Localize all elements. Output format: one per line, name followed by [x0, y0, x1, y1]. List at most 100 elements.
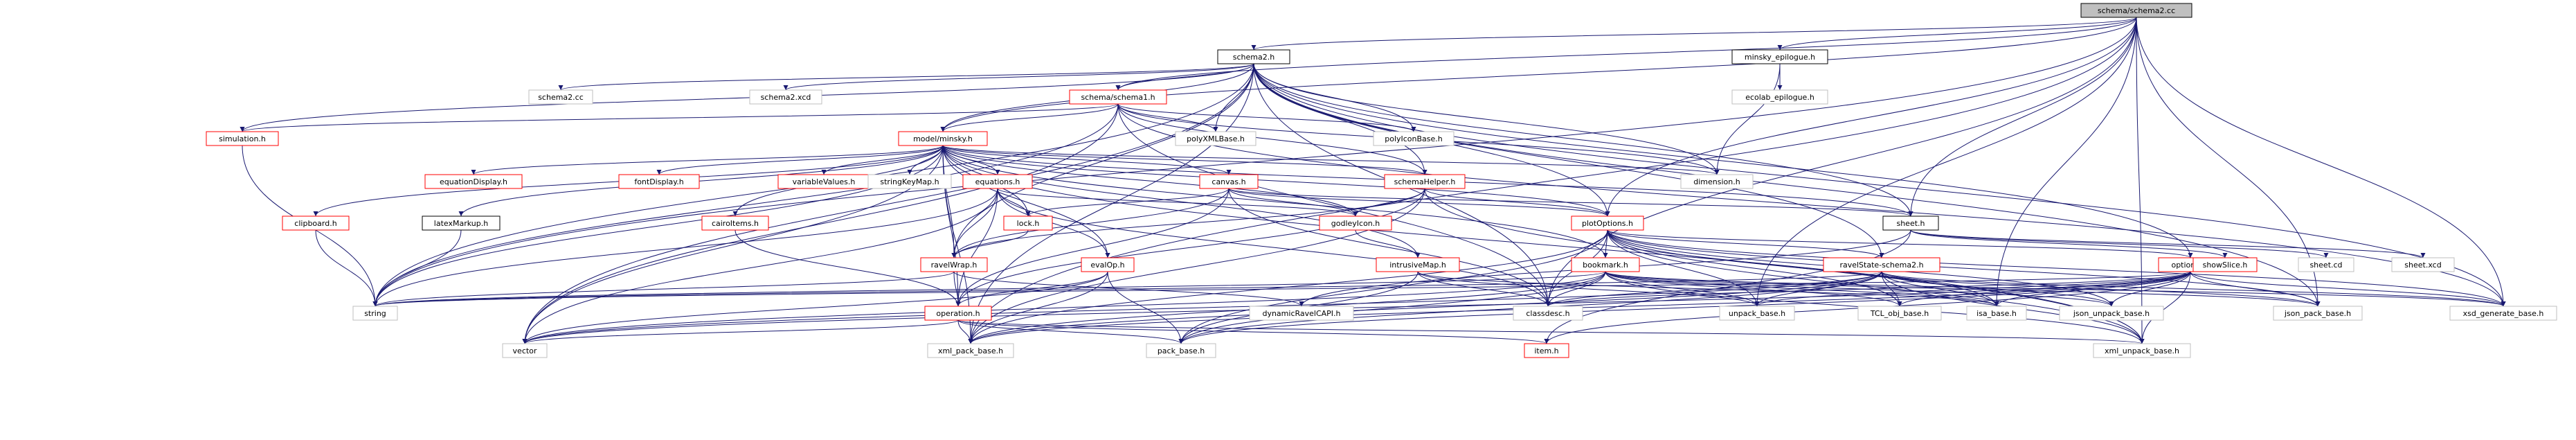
node-schemahelper[interactable]: schemaHelper.h — [1384, 174, 1466, 189]
edge-operation-to-xmlunpack — [957, 319, 2144, 344]
node-box-sheetcd — [2298, 257, 2354, 272]
node-evalop[interactable]: evalOp.h — [1081, 257, 1135, 272]
edge-schema1h-to-polyxml — [1117, 103, 1218, 132]
edge-modelminsky-to-godleyicon — [942, 145, 1358, 217]
edge-evalop-to-vector — [522, 271, 1108, 344]
edge-evalop-to-packbase — [1107, 271, 1184, 344]
edge-modelminsky-to-fontdisplay — [656, 145, 944, 175]
edge-lockh-to-ravelwrap — [951, 229, 1029, 258]
edge-bookmark-to-classdesc — [1545, 271, 1606, 307]
node-fontdisplay[interactable]: fontDisplay.h — [618, 174, 700, 189]
edge-intrusivemap-to-unpackbase — [1417, 271, 1760, 307]
node-cairoitems[interactable]: cairoItems.h — [701, 215, 769, 231]
node-label-intrusivemap: intrusiveMap.h — [1389, 261, 1446, 270]
node-modelminsky[interactable]: model/minsky.h — [898, 131, 988, 146]
edge-root-to-jsonpack — [2136, 17, 2321, 307]
node-box-canvas — [1199, 174, 1259, 189]
edge-root-to-minskyepi — [1777, 17, 2137, 51]
edge-schema1h-to-modelminsky — [940, 103, 1119, 132]
edge-sheeth-to-sheetxcd — [1910, 229, 2426, 258]
node-label-cairoitems: cairoItems.h — [712, 219, 759, 228]
edge-plotoptions-to-tclobj — [1607, 229, 1902, 307]
edge-root-to-sheeth — [1908, 17, 2137, 217]
edge-optional-to-packbase — [1178, 271, 2191, 344]
node-canvas[interactable]: canvas.h — [1199, 174, 1259, 189]
edge-operation-to-xmlpack — [957, 319, 973, 344]
node-itemh[interactable]: item.h — [1524, 343, 1569, 358]
node-latexmarkup[interactable]: latexMarkup.h — [422, 215, 501, 231]
edge-canvas-to-sheeth — [1228, 188, 1913, 217]
node-schema1h[interactable]: schema/schema1.h — [1069, 89, 1167, 105]
node-label-sheetcd: sheet.cd — [2309, 261, 2342, 270]
edge-schema2h-to-schema2xcd — [783, 63, 1254, 91]
edge-optional-to-xsdgen — [2190, 271, 2506, 307]
node-box-tclobj — [1857, 306, 1942, 321]
node-ravelstate[interactable]: ravelState-schema2.h — [1823, 257, 1940, 272]
node-showslice[interactable]: showSlice.h — [2192, 257, 2258, 272]
edge-modelminsky-to-latexmarkup — [458, 145, 944, 217]
node-box-schema1h — [1069, 89, 1167, 105]
node-polyicon: polyIconBase.h — [1373, 131, 1454, 146]
node-unpackbase: unpack_base.h — [1719, 306, 1795, 321]
edge-schema2h-to-simulation — [240, 63, 1254, 132]
node-minskyepi[interactable]: minsky_epilogue.h — [1731, 49, 1828, 64]
node-label-plotoptions: plotOptions.h — [1582, 219, 1633, 228]
node-box-stringn — [352, 306, 398, 321]
node-operation[interactable]: operation.h — [924, 306, 992, 321]
edge-intrusivemap-to-classdesc — [1417, 271, 1551, 307]
node-stringn: string — [352, 306, 398, 321]
node-label-xmlpack: xml_pack_base.h — [938, 346, 1003, 355]
edge-minskyepi-to-dimension — [1714, 63, 1781, 175]
node-schema2cc: schema2.cc — [528, 89, 593, 105]
edge-root-to-isabase — [1994, 17, 2137, 307]
node-label-schema2h: schema2.h — [1233, 53, 1275, 62]
node-box-schema2h — [1217, 49, 1290, 64]
edge-schema2h-to-schema2cc — [558, 63, 1254, 91]
node-box-sheetxcd — [2391, 257, 2455, 272]
node-label-unpackbase: unpack_base.h — [1729, 309, 1785, 318]
node-box-fontdisplay — [618, 174, 700, 189]
node-polyxml: polyXMLBase.h — [1175, 131, 1257, 146]
node-box-unpackbase — [1719, 306, 1795, 321]
node-eqdisplay[interactable]: equationDisplay.h — [424, 174, 523, 189]
node-intrusivemap[interactable]: intrusiveMap.h — [1376, 257, 1460, 272]
node-clipboard[interactable]: clipboard.h — [282, 215, 350, 231]
edge-bookmark-to-jsonpack — [1605, 271, 2321, 307]
node-equations[interactable]: equations.h — [962, 174, 1033, 189]
node-label-canvas: canvas.h — [1212, 177, 1245, 186]
edge-intrusivemap-to-isabase — [1417, 271, 1999, 307]
node-label-jsonunpack: json_unpack_base.h — [2073, 309, 2150, 318]
node-label-lockh: lock.h — [1017, 219, 1040, 228]
edge-bookmark-to-packbase — [1178, 271, 1606, 344]
node-label-fontdisplay: fontDisplay.h — [634, 177, 683, 186]
node-box-polyxml — [1175, 131, 1257, 146]
node-label-schema2xcd: schema2.xcd — [761, 93, 811, 102]
edge-canvas-to-ravelwrap — [951, 188, 1230, 258]
edge-schema2h-to-ravelstate — [1253, 63, 1884, 258]
node-box-minskyepi — [1731, 49, 1828, 64]
node-godleyicon[interactable]: godleyIcon.h — [1319, 215, 1392, 231]
node-box-lockh — [1003, 215, 1053, 231]
edge-bookmark-to-vector — [522, 271, 1606, 344]
edge-sheeth-to-sheetcd — [1910, 229, 2329, 258]
node-varvalues[interactable]: variableValues.h — [777, 174, 870, 189]
node-schema2h[interactable]: schema2.h — [1217, 49, 1290, 64]
node-box-ecolabepi — [1731, 89, 1828, 105]
edge-modelminsky-to-plotoptions — [942, 145, 1610, 217]
node-simulation[interactable]: simulation.h — [206, 131, 279, 146]
edge-optional-to-jsonunpack — [2109, 271, 2191, 307]
node-plotoptions[interactable]: plotOptions.h — [1571, 215, 1644, 231]
node-bookmark[interactable]: bookmark.h — [1571, 257, 1640, 272]
edge-root-to-unpackbase — [1754, 17, 2137, 307]
edge-optional-to-tclobj — [1897, 271, 2191, 307]
node-label-modelminsky: model/minsky.h — [913, 134, 973, 143]
edge-canvas-to-lockh — [1025, 188, 1230, 217]
node-ravelwrap[interactable]: ravelWrap.h — [920, 257, 988, 272]
node-label-ravelstate: ravelState-schema2.h — [1839, 261, 1923, 270]
node-dimension: dimension.h — [1680, 174, 1754, 189]
node-sheeth[interactable]: sheet.h — [1882, 215, 1939, 231]
edge-plotoptions-to-optional — [1607, 229, 2193, 258]
node-lockh[interactable]: lock.h — [1003, 215, 1053, 231]
edge-ravelstate-to-xsdgen — [1881, 271, 2506, 307]
